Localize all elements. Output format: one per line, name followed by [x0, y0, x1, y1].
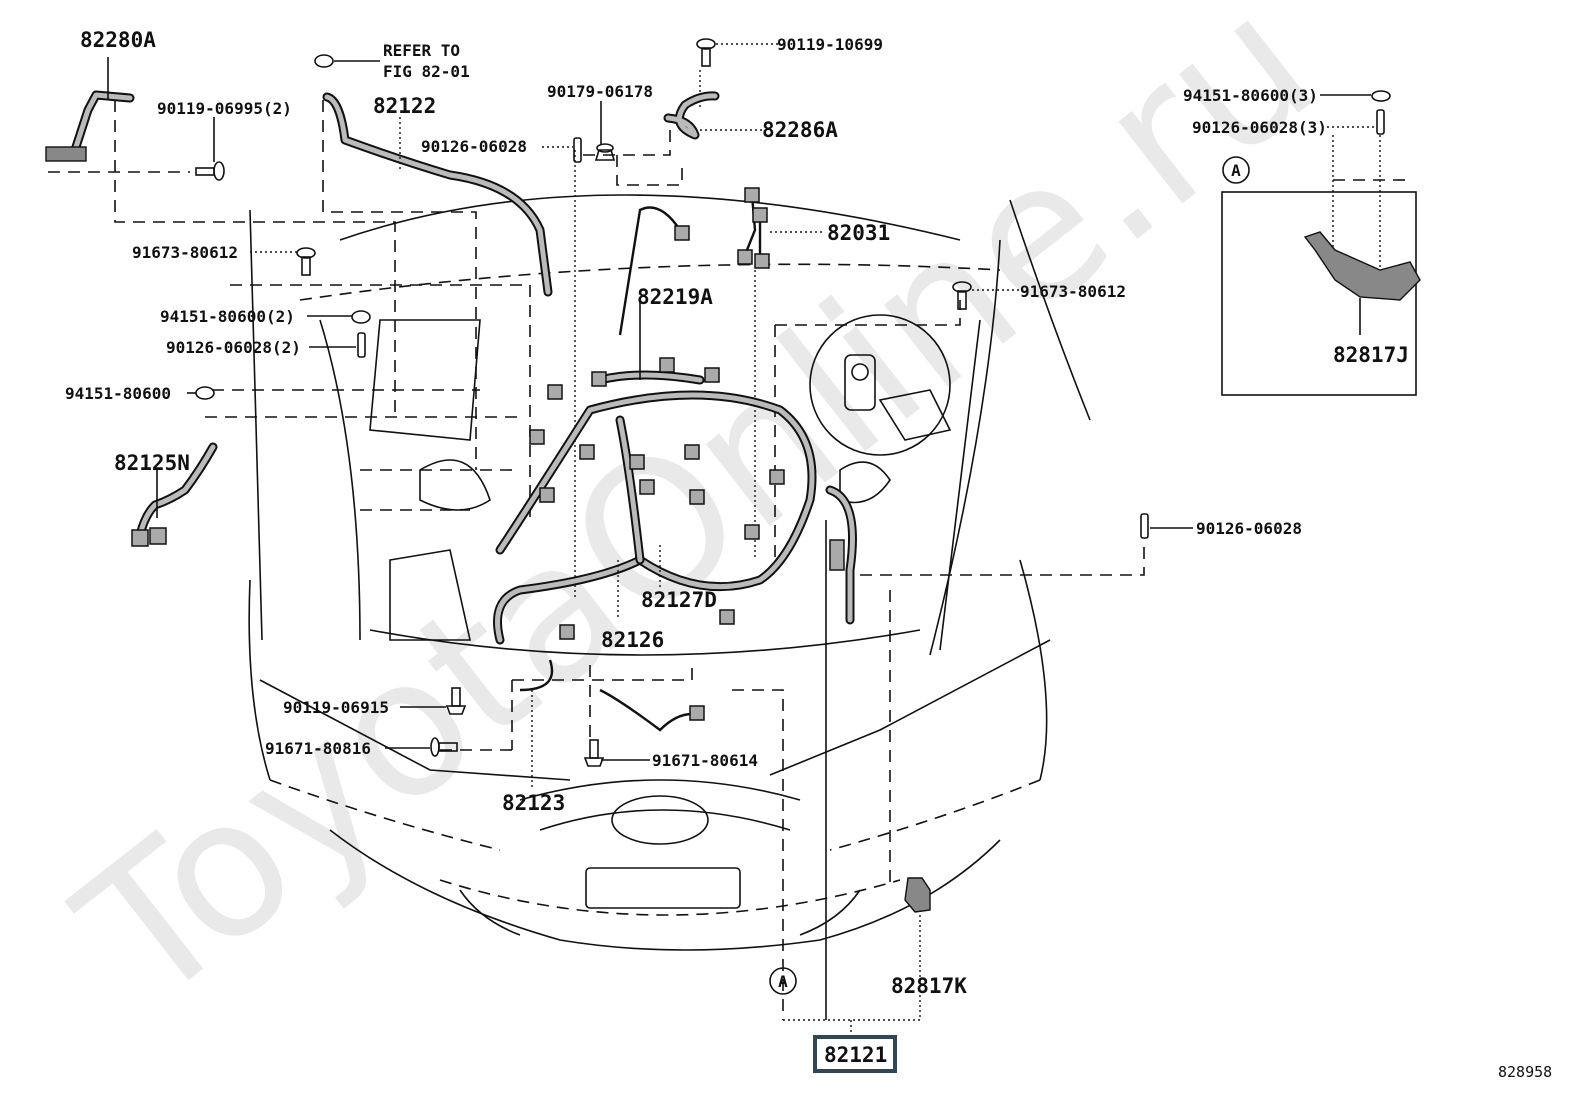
part-82219A-wire: [618, 206, 690, 336]
label-91671-80816[interactable]: 91671-80816: [265, 739, 371, 758]
label-90119-06915[interactable]: 90119-06915: [283, 698, 389, 717]
label-82122[interactable]: 82122: [373, 94, 436, 118]
nut-icon: [351, 310, 371, 324]
label-94151-80600[interactable]: 94151-80600: [65, 384, 171, 403]
figure-number: 828958: [1498, 1063, 1552, 1081]
label-91673-80612-left[interactable]: 91673-80612: [132, 243, 238, 262]
callout-marker: A: [778, 972, 788, 991]
leader-lines: [107, 43, 1376, 790]
label-inset-90126-06028-3[interactable]: 90126-06028(3): [1192, 118, 1327, 137]
label-82286A[interactable]: 82286A: [762, 118, 838, 142]
bolt-icon: [445, 687, 467, 715]
label-82280A[interactable]: 82280A: [80, 28, 156, 52]
label-82127D[interactable]: 82127D: [641, 588, 717, 612]
inset-marker: A: [1231, 161, 1241, 180]
callout-a: A: [769, 967, 797, 995]
label-90126-06028-2[interactable]: 90126-06028(2): [166, 338, 301, 357]
stud-icon: [1376, 109, 1385, 135]
fasteners: [195, 38, 1391, 767]
nut-icon: [594, 143, 616, 161]
label-82219A[interactable]: 82219A: [637, 285, 713, 309]
label-82125N[interactable]: 82125N: [114, 451, 190, 475]
installation-lines: [48, 70, 1405, 1038]
label-91673-80612-right[interactable]: 91673-80612: [1020, 282, 1126, 301]
bolt-icon: [430, 737, 458, 757]
label-82817J[interactable]: 82817J: [1333, 343, 1409, 367]
nut-icon: [195, 386, 215, 400]
part-82031-subharness: [737, 187, 770, 269]
part-82280A-bracket: [45, 90, 135, 162]
label-refer-to: REFER TO: [383, 41, 460, 60]
inset-a: A: [1221, 156, 1421, 396]
nut-icon: [1371, 90, 1391, 102]
label-82817K[interactable]: 82817K: [891, 974, 967, 998]
part-82817K-bracket: [904, 877, 931, 913]
bolt-icon: [195, 161, 225, 181]
nut-icon: [314, 54, 334, 68]
label-90126-06028-right[interactable]: 90126-06028: [1196, 519, 1302, 538]
label-82121[interactable]: 82121: [824, 1043, 887, 1067]
label-inset-94151-80600-3[interactable]: 94151-80600(3): [1183, 86, 1318, 105]
stud-icon: [357, 332, 366, 358]
part-82121-main-harness: [493, 357, 857, 645]
label-82031[interactable]: 82031: [827, 221, 890, 245]
part-labels: 82280A 90119-06995(2) REFER TO FIG 82-01…: [65, 28, 1409, 1067]
bolt-icon: [696, 38, 716, 67]
part-82286A-ground-strap: [663, 91, 720, 140]
label-82123[interactable]: 82123: [502, 791, 565, 815]
label-90179-06178[interactable]: 90179-06178: [547, 82, 653, 101]
stud-icon: [1140, 513, 1149, 539]
bolt-icon: [296, 247, 316, 276]
part-82123-wire: [519, 659, 705, 732]
label-fig-82-01[interactable]: FIG 82-01: [383, 62, 470, 81]
watermark: ToyotaOnline.ru: [41, 0, 1353, 1046]
bolt-icon: [952, 281, 972, 310]
stud-icon: [573, 137, 582, 163]
label-90119-10699[interactable]: 90119-10699: [777, 35, 883, 54]
part-82122-cable: [322, 92, 553, 297]
label-90119-06995[interactable]: 90119-06995(2): [157, 99, 292, 118]
label-82126[interactable]: 82126: [601, 628, 664, 652]
label-94151-80600-2[interactable]: 94151-80600(2): [160, 307, 295, 326]
part-82125N-sensor-wire: [131, 442, 218, 547]
assembly-highlight-box: [813, 1035, 897, 1073]
label-91671-80614[interactable]: 91671-80614: [652, 751, 758, 770]
label-90126-06028-top[interactable]: 90126-06028: [421, 137, 527, 156]
bolt-icon: [583, 739, 605, 767]
